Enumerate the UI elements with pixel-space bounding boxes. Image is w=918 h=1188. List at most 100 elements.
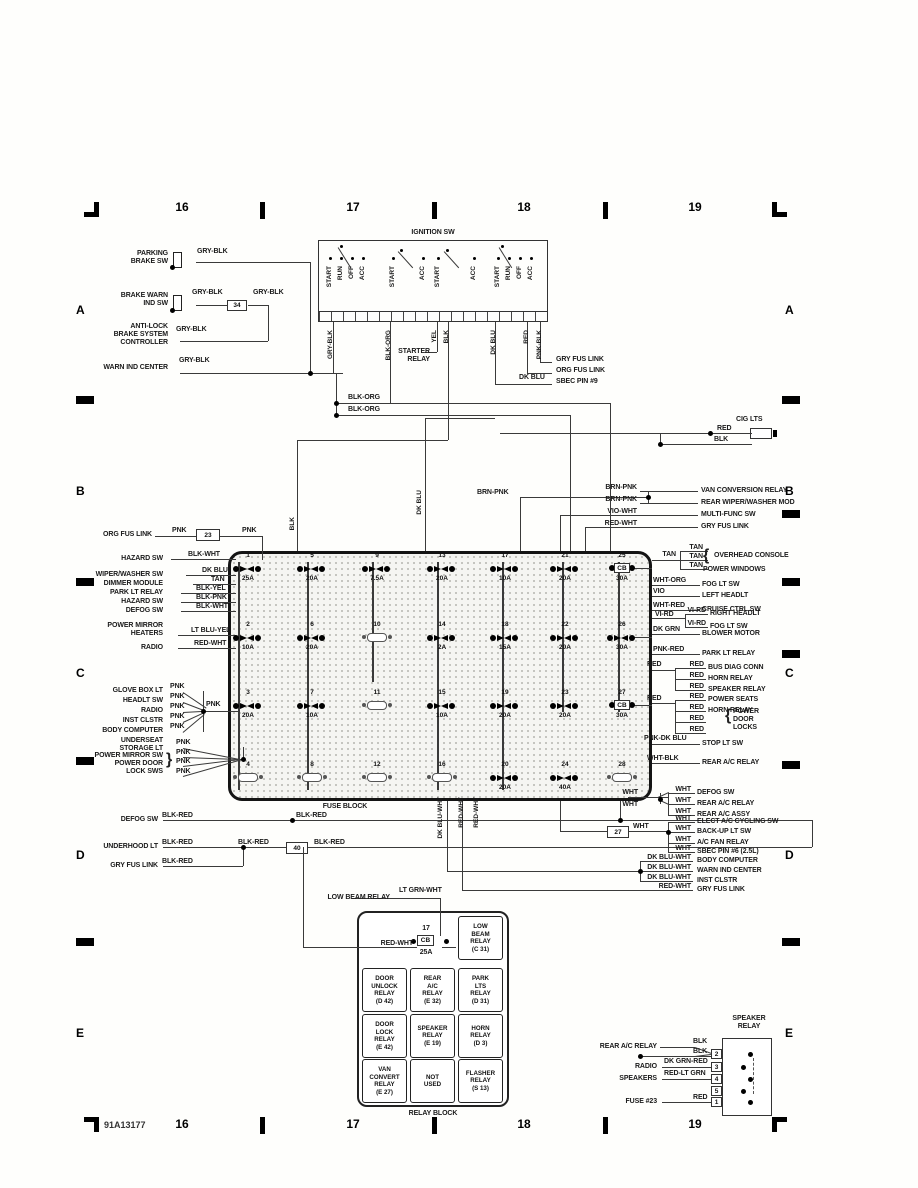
wire-line — [181, 593, 236, 595]
film-mark — [782, 938, 800, 946]
wire-line — [652, 610, 700, 612]
fuse-symbol — [233, 633, 263, 642]
wire-line — [652, 585, 700, 587]
fuse-symbol-part — [512, 565, 518, 572]
wire-line — [333, 322, 335, 373]
fuse-symbol-part — [297, 702, 303, 709]
film-mark — [76, 578, 94, 586]
ignition-sw-title: IGNITION SW — [411, 229, 455, 236]
wire-line — [630, 568, 652, 570]
fuse-amp: 30A — [616, 575, 628, 582]
wire-line — [652, 703, 675, 705]
fuse-number: 28 — [618, 761, 626, 768]
wire-color-label: PNK — [176, 758, 191, 765]
wire-line — [652, 744, 700, 746]
wire-line — [180, 373, 343, 375]
cig-lighter-tip — [773, 430, 777, 437]
radio-label: RADIO — [140, 707, 163, 714]
grid-column-label: 16 — [175, 1117, 189, 1131]
wire-line — [620, 801, 622, 820]
fuse-symbol-part — [504, 774, 511, 781]
fuse-spare-cavity — [238, 773, 258, 782]
speaker-relay-pin: 2 — [711, 1049, 722, 1059]
wire-line — [675, 733, 706, 735]
wire-color-label: RED — [689, 683, 705, 690]
film-mark — [76, 396, 94, 404]
sbec-pin9-label: SBEC PIN #9 — [556, 378, 598, 385]
wire-color-label: WHT — [633, 823, 649, 830]
wire-line — [668, 815, 695, 817]
ignition-contact-dot — [328, 256, 332, 260]
fuse-spare-dot — [362, 775, 366, 779]
fuse-symbol — [550, 773, 580, 782]
headlt-sw-label: HEADLT SW — [122, 697, 163, 704]
speaker-relay-box — [722, 1038, 772, 1116]
wire-color-label: RED — [689, 704, 705, 711]
fuse-number: 13 — [438, 552, 446, 559]
fuse-symbol-part — [629, 634, 635, 641]
wire-line — [303, 847, 305, 947]
grid-row-label: D — [785, 848, 794, 862]
wire-line — [629, 831, 668, 833]
wire-line — [652, 618, 685, 620]
junction-dot — [657, 796, 663, 802]
fuse-spare-dot — [362, 703, 366, 707]
fuse-symbol-part — [304, 634, 311, 641]
underseat-storage-lt-label: UNDERSEAT STORAGE LT — [119, 737, 164, 752]
body-computer-label: BODY COMPUTER — [697, 857, 758, 864]
fuse-amp: 10A — [436, 712, 448, 719]
park-lt-relay-label: PARK LT RELAY — [702, 650, 756, 657]
wiper-washer-sw-label: WIPER/WASHER SW — [95, 571, 163, 578]
fuse-symbol-part — [490, 634, 496, 641]
wire-line — [390, 322, 392, 403]
back-up-lt-sw-label: BACK-UP LT SW — [697, 828, 752, 835]
wire-color-label: RED — [693, 1094, 708, 1101]
fuse-dot — [629, 565, 635, 571]
speaker-relay-label: SPEAKER RELAY — [708, 686, 766, 693]
wire-color-label: GRY-BLK — [179, 357, 210, 364]
fuse-spare-cavity — [612, 773, 632, 782]
fuse-symbol-part — [512, 774, 518, 781]
wire-color-label: WHT — [675, 815, 691, 822]
junction-dot — [443, 938, 449, 944]
wire-color-label: WHT — [675, 836, 691, 843]
fuse-number: 21 — [561, 552, 569, 559]
wire-line — [520, 497, 522, 551]
fuse-number: 20 — [501, 761, 509, 768]
brace-icon: { — [703, 547, 710, 564]
wire-line — [675, 700, 706, 702]
grid-row-label: E — [76, 1026, 85, 1040]
fuse-symbol-part — [607, 634, 613, 641]
wire-line — [203, 711, 238, 713]
ignition-position-label: START — [494, 266, 501, 288]
fuse-symbol-part — [490, 774, 496, 781]
fuse-symbol-part — [247, 565, 254, 572]
glove-box-lt-label: GLOVE BOX LT — [112, 687, 164, 694]
junction-dot — [740, 1064, 746, 1070]
wire-line — [448, 322, 450, 440]
fuse-symbol — [427, 564, 457, 573]
radio-label: RADIO — [140, 644, 163, 651]
wire-line — [652, 763, 700, 765]
wire-color-label: PNK — [176, 768, 191, 775]
fuse-amp: 10A — [306, 712, 318, 719]
fuse-symbol-part — [304, 565, 311, 572]
defog-sw-label: DEFOG SW — [125, 607, 163, 614]
wire-color-label: DK BLU — [416, 490, 423, 515]
crop-corner — [772, 1117, 787, 1132]
wire-line — [425, 352, 437, 354]
speaker-relay-pin: 5 — [711, 1086, 722, 1096]
film-mark — [782, 396, 800, 404]
wire-line — [668, 843, 695, 845]
wire-line — [685, 627, 708, 629]
abs-controller-label: ANTI-LOCK BRAKE SYSTEM CONTROLLER — [113, 323, 169, 346]
fuse-symbol-part — [247, 702, 254, 709]
wire-color-label: BRN-PNK — [605, 496, 637, 503]
wire-color-label: DK BLU — [490, 330, 497, 355]
wire-line — [668, 852, 695, 854]
fuse-amp: 20A — [436, 575, 448, 582]
hazard-sw-label: HAZARD SW — [121, 598, 163, 605]
power-door-locks-label: POWER DOOR LOCKS — [733, 708, 759, 731]
warn-ind-center-label: WARN IND CENTER — [103, 364, 168, 371]
wire-line — [640, 491, 698, 493]
